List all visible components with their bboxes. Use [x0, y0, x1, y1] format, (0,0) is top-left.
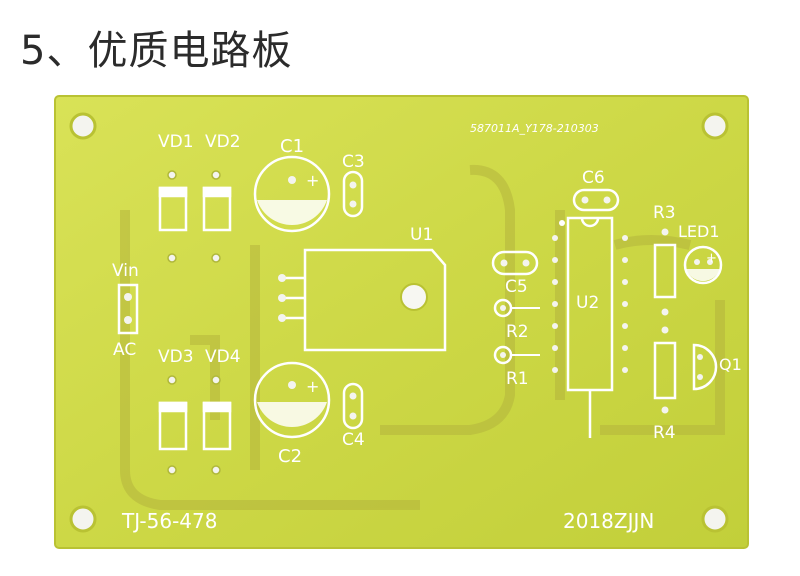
led-led1 — [683, 245, 723, 285]
r4-pad-2 — [661, 406, 669, 414]
vin-connector — [117, 283, 139, 335]
fab-code: 587011A_Y178-210303 — [470, 122, 599, 135]
label-ac: AC — [113, 340, 136, 360]
c5-pad — [500, 259, 508, 267]
label-vd1: VD1 — [158, 132, 194, 152]
mounting-holes — [69, 112, 729, 533]
r3-pad — [661, 228, 669, 236]
capacitor-c4 — [342, 382, 364, 430]
ic-u2 — [559, 216, 614, 438]
label-r3: R3 — [653, 203, 676, 223]
c4-pad — [349, 392, 357, 400]
c3-pad — [349, 181, 357, 189]
label-r2: R2 — [506, 322, 529, 342]
capacitor-c5 — [491, 250, 539, 276]
c2-plus: + — [306, 377, 319, 396]
label-u1: U1 — [410, 225, 433, 245]
capacitor-c3 — [342, 170, 364, 218]
r2-hole — [500, 305, 506, 311]
diode-vd3 — [158, 401, 188, 451]
label-vd4: VD4 — [205, 347, 241, 367]
label-vd3: VD3 — [158, 347, 194, 367]
vin-pad-1 — [124, 293, 132, 301]
r4-pad — [661, 326, 669, 334]
vin-pad-2 — [124, 316, 132, 324]
label-r4: R4 — [653, 423, 676, 443]
ic-u2-pins — [552, 235, 628, 373]
diode-pads — [167, 170, 221, 475]
c1-plus: + — [306, 171, 319, 190]
label-u2: U2 — [576, 293, 599, 313]
c6-pad-2 — [603, 196, 611, 204]
label-c6: C6 — [582, 168, 605, 188]
regulator-u1 — [278, 248, 447, 352]
label-q1: Q1 — [719, 355, 742, 374]
capacitor-c6 — [572, 188, 620, 212]
label-c2: C2 — [278, 446, 302, 467]
r3-pad-2 — [661, 308, 669, 316]
diode-vd4 — [202, 401, 232, 451]
diode-vd1 — [158, 186, 188, 232]
r1-hole — [500, 352, 506, 358]
transistor-q1 — [692, 343, 718, 391]
part-number: TJ-56-478 — [121, 509, 217, 533]
capacitor-c2 — [253, 361, 331, 439]
page-heading: 5、优质电路板 — [20, 28, 293, 74]
label-vd2: VD2 — [205, 132, 241, 152]
label-led1: LED1 — [678, 222, 720, 241]
c4-pad-2 — [349, 412, 357, 420]
resistor-r3 — [653, 243, 677, 299]
diode-vd2 — [202, 186, 232, 232]
label-vin: Vin — [112, 261, 139, 281]
label-c5: C5 — [505, 277, 528, 297]
capacitor-c1 — [253, 155, 331, 233]
c3-pad-2 — [349, 200, 357, 208]
maker-mark: 2018ZJJN — [563, 509, 654, 533]
led1-plus: + — [706, 251, 717, 266]
c5-pad-2 — [522, 259, 530, 267]
label-c3: C3 — [342, 152, 365, 172]
label-c1: C1 — [280, 136, 304, 157]
resistor-r4 — [653, 341, 677, 400]
label-c4: C4 — [342, 430, 365, 450]
label-r1: R1 — [506, 369, 529, 389]
c6-pad — [581, 196, 589, 204]
pcb-board — [54, 95, 749, 549]
